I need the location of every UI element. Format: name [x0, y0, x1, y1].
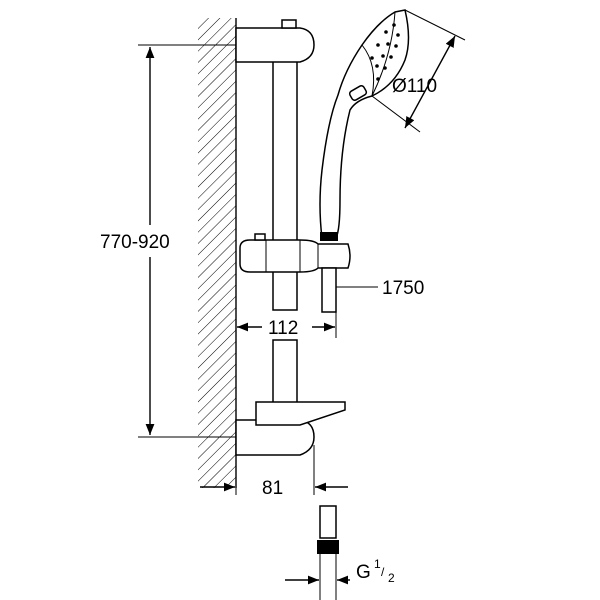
hose-length-label: 1750 [382, 278, 424, 299]
diameter-dimension: Ø110 [371, 9, 466, 133]
bottom-wall-bracket [235, 401, 346, 456]
thread-dimension: G 1 / 2 [285, 557, 395, 585]
hand-shower [319, 9, 410, 241]
diameter-label: Ø110 [392, 76, 437, 97]
bracket-projection-label: 81 [262, 478, 283, 499]
thread-base-label: G [356, 562, 371, 583]
wall-hatching [198, 18, 236, 488]
height-dimension: 770-920 [100, 44, 236, 438]
hose-nut-bottom [317, 540, 339, 554]
top-wall-bracket [235, 19, 315, 63]
holder-projection-label: 112 [268, 318, 298, 339]
thread-numerator-label: 1 [374, 557, 381, 571]
soap-dish [255, 401, 346, 426]
bracket-projection-dimension: 81 [200, 445, 348, 499]
holder-projection-dimension: 112 [235, 312, 337, 339]
height-range-label: 770-920 [100, 232, 170, 253]
hose-nut-top [320, 232, 338, 241]
thread-denominator-label: 2 [388, 571, 395, 585]
hose-length-callout: 1750 [336, 278, 424, 299]
wall [198, 18, 237, 488]
holder-stem [321, 267, 337, 313]
spray-face-icon [370, 23, 400, 81]
slider-holder [239, 233, 351, 313]
svg-text:/: / [381, 565, 385, 579]
rail-bar-upper [272, 57, 298, 249]
hose-connection [317, 505, 339, 600]
